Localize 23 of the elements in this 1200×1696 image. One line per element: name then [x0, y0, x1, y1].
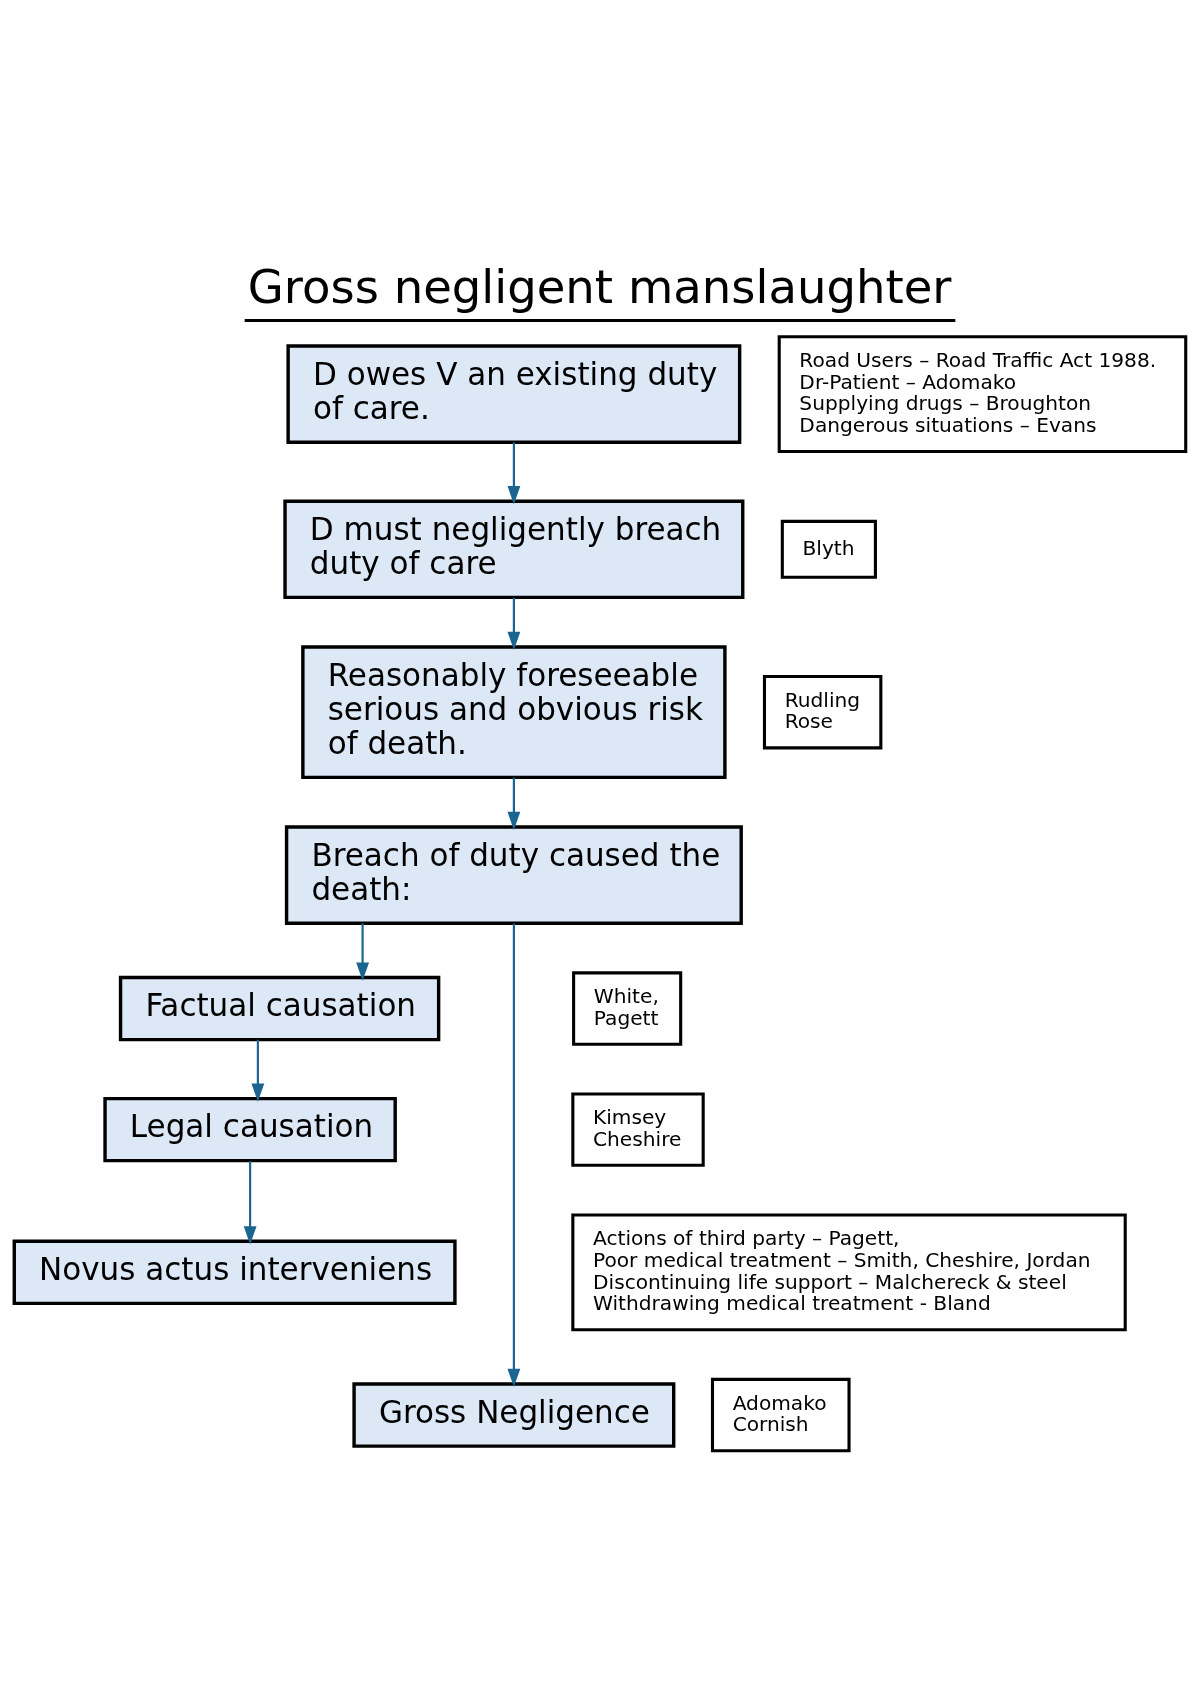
node-box: Legal causation — [103, 1096, 397, 1163]
arrow — [251, 1039, 265, 1102]
node-box: Factual causation — [118, 975, 441, 1042]
arrow — [356, 923, 369, 981]
arrow — [507, 777, 521, 831]
node-box: Gross Negligence — [352, 1382, 676, 1448]
arrow — [507, 597, 521, 651]
arrow — [507, 923, 521, 1387]
node-box: Blyth — [780, 519, 877, 579]
arrow — [243, 1161, 257, 1245]
node-box: Kimsey Cheshire — [571, 1092, 705, 1167]
arrow — [507, 442, 521, 505]
node-box: Reasonably foreseeable serious and obvious risk of death. — [301, 645, 727, 780]
node-box: Road Users – Road Traffic Act 1988. Dr-Patient – Adomako Supplying drugs – Broughton Dangerous situations – Evans — [777, 335, 1188, 454]
node-box: Breach of duty caused the death: — [284, 825, 743, 925]
node-box: Rudling Rose — [762, 675, 883, 750]
diagram-title: Gross negligent manslaughter — [247, 260, 952, 315]
node-box: White, Pagett — [572, 971, 683, 1046]
node-box: D owes V an existing duty of care. — [286, 344, 742, 444]
node-box: Adomako Cornish — [710, 1377, 851, 1453]
node-box: Actions of third party – Pagett, Poor medical treatment – Smith, Cheshire, Jordan Discontinuing life support – Malchereck & steel Withdrawing medical treatment - Bland — [571, 1213, 1127, 1332]
node-box: D must negligently breach duty of care — [283, 499, 745, 600]
node-box: Novus actus interveniens — [12, 1239, 457, 1306]
